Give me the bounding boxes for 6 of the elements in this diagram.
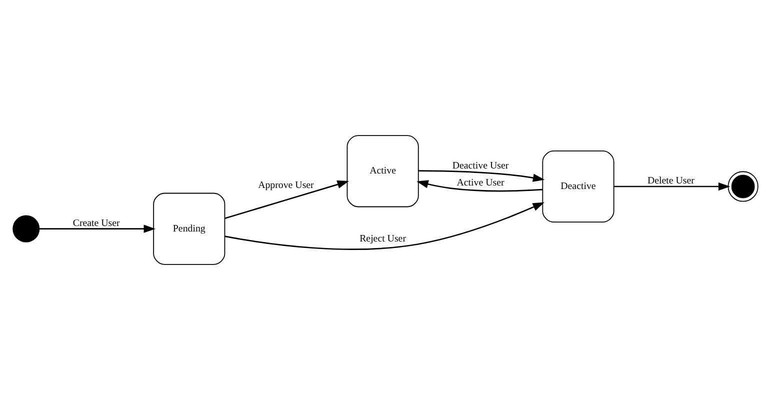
edge-label: Reject User	[360, 233, 406, 244]
edge-label: Approve User	[258, 180, 314, 192]
edge-label: Active User	[456, 177, 504, 188]
edge-label: Delete User	[648, 176, 694, 187]
edge-label: Deactive User	[452, 160, 509, 172]
edge-label: Create User	[72, 218, 120, 229]
